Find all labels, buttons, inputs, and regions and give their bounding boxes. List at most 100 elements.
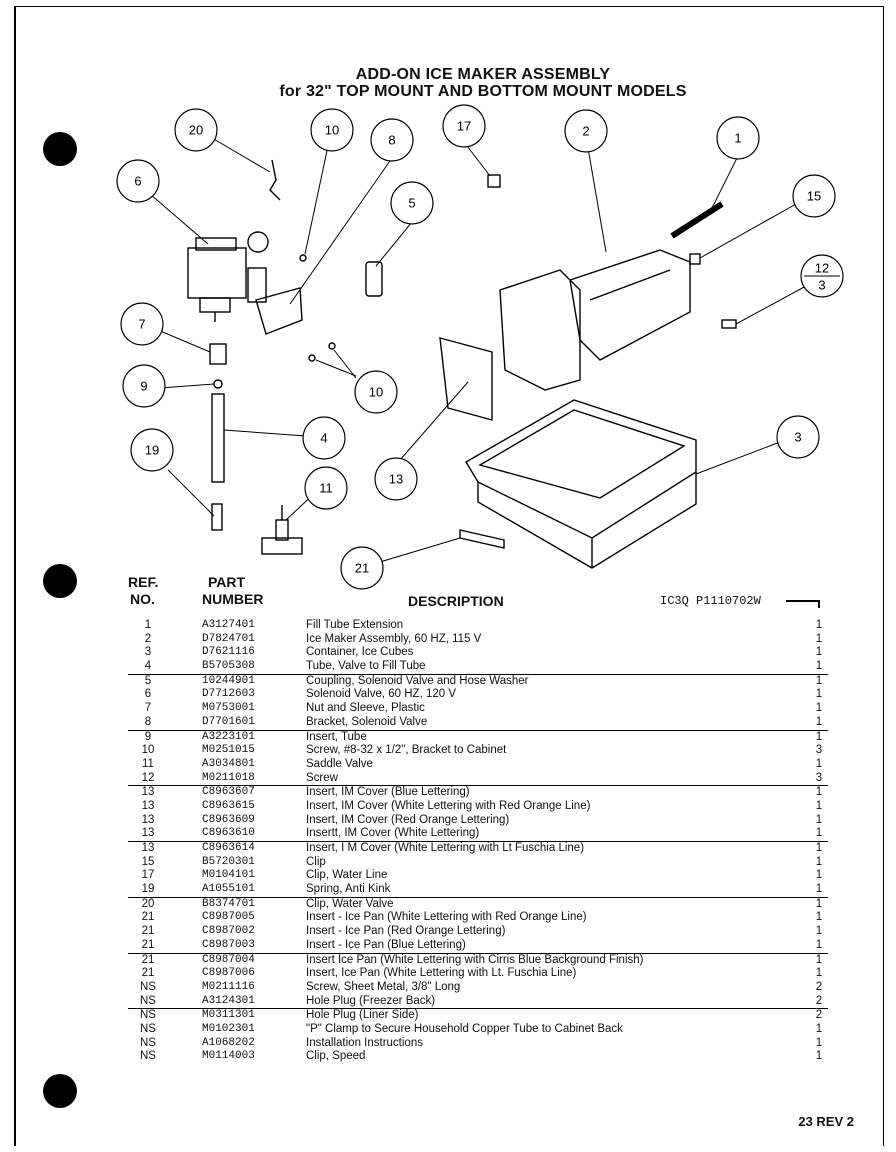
quantity-cell: 2 — [815, 994, 823, 1007]
quantity-cell: 1 — [815, 855, 823, 868]
quantity-cell: 1 — [815, 786, 823, 799]
part-number-cell: C8963615 — [202, 799, 255, 812]
callout-circle — [310, 108, 354, 152]
ref-cell: 12 — [141, 771, 155, 784]
ref-cell: 13 — [141, 827, 155, 840]
quantity-cell: 1 — [815, 953, 823, 966]
description-cell: Insert - Ice Pan (Red Orange Lettering) — [306, 925, 506, 938]
description-cell: Container, Ice Cubes — [306, 646, 414, 659]
ref-cell: 21 — [141, 953, 155, 966]
ref-cell: 10 — [141, 744, 155, 757]
description-cell: Bracket, Solenoid Valve — [306, 715, 428, 728]
description-cell: Insert, Tube — [306, 730, 367, 743]
part-number-cell: A3034801 — [202, 757, 255, 770]
description-cell: Hole Plug (Freezer Back) — [306, 994, 436, 1007]
description-cell: Installation Instructions — [306, 1036, 423, 1049]
quantity-cell: 1 — [815, 757, 823, 770]
part-number-cell: M0114003 — [202, 1050, 255, 1063]
part-number-cell: M0211116 — [202, 980, 255, 993]
callout-label: 5 — [408, 196, 415, 211]
part-number-cell: M0753001 — [202, 702, 255, 715]
ref-cell: 21 — [141, 911, 155, 924]
ref-cell: 17 — [141, 869, 155, 882]
spring-part — [211, 503, 223, 531]
ref-cell: 3 — [144, 646, 152, 659]
part-number-cell: C8963609 — [202, 813, 255, 826]
ref-cell: NS — [140, 1022, 156, 1035]
description-cell: Insert - Ice Pan (Blue Lettering) — [306, 938, 466, 951]
part-number-cell: A3124301 — [202, 994, 255, 1007]
callout-circle — [390, 181, 434, 225]
quantity-cell: 1 — [815, 619, 823, 631]
callout-label: 20 — [189, 123, 203, 138]
catalog-code: IC3Q P1110702W — [660, 594, 761, 608]
quantity-cell: 1 — [815, 883, 823, 896]
callout-circle — [304, 466, 348, 510]
callout-circle — [792, 174, 836, 218]
ref-cell: 21 — [141, 938, 155, 951]
code-rule — [786, 600, 820, 602]
description-cell: Clip, Speed — [306, 1050, 366, 1063]
ref-cell: 19 — [141, 883, 155, 896]
part-number-cell: M0211018 — [202, 771, 255, 784]
quantity-cell: 1 — [815, 911, 823, 924]
ref-cell: 9 — [144, 730, 152, 743]
callout-circle — [122, 364, 166, 408]
quantity-cell: 1 — [815, 869, 823, 882]
part-number-cell: D7712603 — [202, 688, 255, 701]
callout-circle — [130, 428, 174, 472]
description-cell: Insertt, IM Cover (White Lettering) — [306, 827, 480, 840]
quantity-cell: 2 — [815, 1009, 823, 1022]
saddle-valve-part — [261, 505, 303, 555]
callout-circle — [174, 108, 218, 152]
callout-label: 1 — [734, 131, 741, 146]
description-cell: Spring, Anti Kink — [306, 883, 391, 896]
ref-cell: NS — [140, 994, 156, 1007]
ref-cell: 11 — [142, 757, 154, 770]
im-cover-insert-part — [439, 337, 493, 421]
description-cell: Insert, IM Cover (White Lettering with R… — [306, 799, 591, 812]
callout-circle — [340, 546, 384, 590]
ref-cell: 4 — [144, 660, 152, 673]
quantity-cell: 1 — [815, 938, 823, 951]
fill-tube-extension-part — [670, 201, 724, 239]
callout-circle — [442, 104, 486, 148]
ref-cell: 1 — [144, 619, 152, 631]
description-cell: Screw — [306, 771, 338, 784]
ref-cell: 21 — [141, 967, 155, 980]
ice-maker-assembly-part — [499, 249, 691, 391]
code-rule-tick — [818, 600, 820, 608]
description-cell: Ice Maker Assembly, 60 HZ, 115 V — [306, 632, 482, 645]
description-cell: Tube, Valve to Fill Tube — [306, 660, 426, 673]
ref-header-line2: NO. — [130, 591, 155, 607]
part-number-cell: A3127401 — [202, 619, 255, 631]
description-cell: Clip — [306, 855, 326, 868]
callout-label: 10 — [369, 385, 383, 400]
table-row: 13 C8963615 Insert, IM Cover (White Letter… — [128, 800, 828, 814]
part-number-cell: M0311301 — [202, 1009, 255, 1022]
ref-cell: 13 — [141, 799, 155, 812]
quantity-cell: 1 — [815, 1022, 823, 1035]
ref-cell: 13 — [141, 842, 155, 854]
callout-circle — [716, 116, 760, 160]
quantity-cell: 1 — [815, 660, 823, 673]
quantity-cell: 1 — [815, 702, 823, 715]
ice-pan-insert-part — [459, 529, 505, 549]
quantity-cell: 1 — [815, 799, 823, 812]
callout-circle — [776, 415, 820, 459]
callout-label: 2 — [582, 124, 589, 139]
ref-cell: 21 — [141, 925, 155, 938]
